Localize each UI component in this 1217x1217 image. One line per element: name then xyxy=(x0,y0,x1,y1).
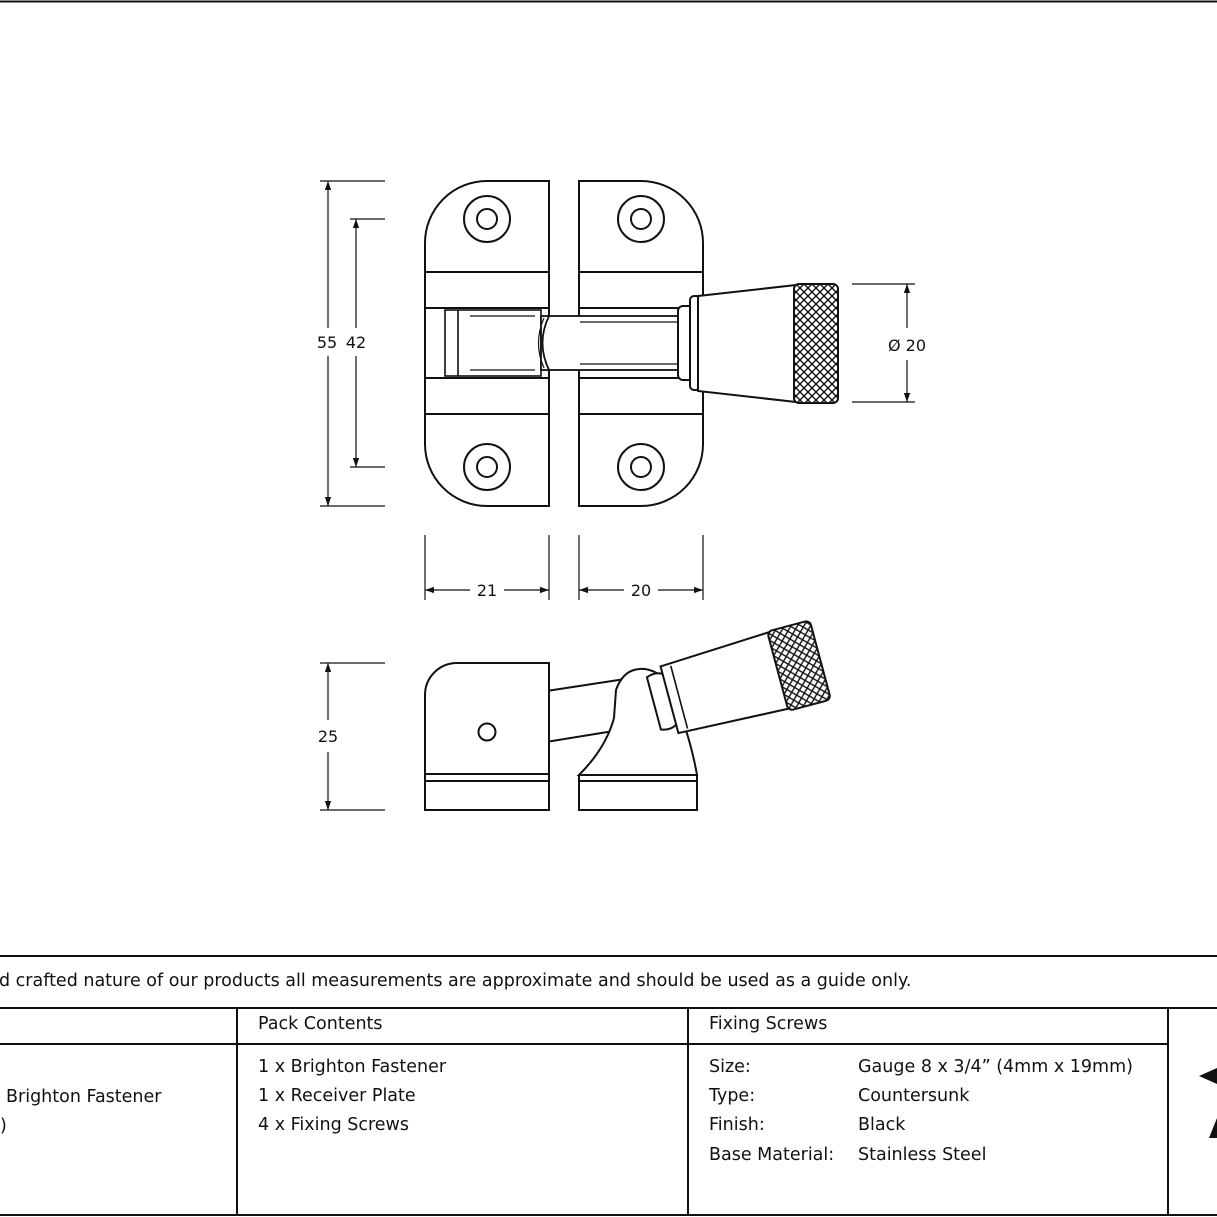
depth-label: 25 xyxy=(318,727,338,746)
front-dimensions xyxy=(320,180,915,600)
screw-spec-label: Finish: xyxy=(709,1115,765,1135)
pack-contents-header: Pack Contents xyxy=(258,1014,383,1034)
side-dimensions xyxy=(320,662,385,811)
screw-spec-value: Black xyxy=(858,1115,906,1135)
pack-item: 1 x Receiver Plate xyxy=(258,1086,416,1106)
screw-spec-value: Countersunk xyxy=(858,1086,970,1106)
footer-table-lines xyxy=(0,955,1217,1216)
knob-diameter-label: Ø 20 xyxy=(888,336,926,355)
screw-hole xyxy=(463,195,511,243)
knurled-knob xyxy=(793,283,839,404)
screw-spec-label: Base Material: xyxy=(709,1145,835,1165)
disclaimer: d crafted nature of our products all mea… xyxy=(0,971,912,991)
receiver-width-label: 20 xyxy=(631,581,651,600)
height-overall-label: 55 xyxy=(317,333,337,352)
side-handle xyxy=(659,630,792,735)
pack-item: 4 x Fixing Screws xyxy=(258,1115,409,1135)
product-name-line: Brighton Fastener xyxy=(6,1087,162,1107)
bolt-shaft xyxy=(540,315,687,371)
screw-hole xyxy=(617,195,665,243)
screw-spec-label: Type: xyxy=(709,1086,756,1106)
side-hole xyxy=(477,722,497,742)
side-view xyxy=(424,620,831,811)
screw-hole xyxy=(617,443,665,491)
fastener-width-label: 21 xyxy=(477,581,497,600)
fixing-screws-header: Fixing Screws xyxy=(709,1014,828,1034)
fastener-plate xyxy=(424,180,550,507)
front-view xyxy=(424,180,839,507)
side-knurled-knob xyxy=(767,620,831,711)
bolt-handle xyxy=(697,283,797,404)
side-fastener-body xyxy=(424,662,550,811)
screw-spec-label: Size: xyxy=(709,1057,751,1077)
screw-spec-value: Stainless Steel xyxy=(858,1145,987,1165)
logo-fragment-icon xyxy=(1199,1068,1217,1138)
fixing-centres-label: 42 xyxy=(346,333,366,352)
screw-hole xyxy=(463,443,511,491)
pack-item: 1 x Brighton Fastener xyxy=(258,1057,447,1077)
screw-spec-value: Gauge 8 x 3/4” (4mm x 19mm) xyxy=(858,1057,1133,1077)
product-name-line-2: ) xyxy=(0,1116,7,1136)
